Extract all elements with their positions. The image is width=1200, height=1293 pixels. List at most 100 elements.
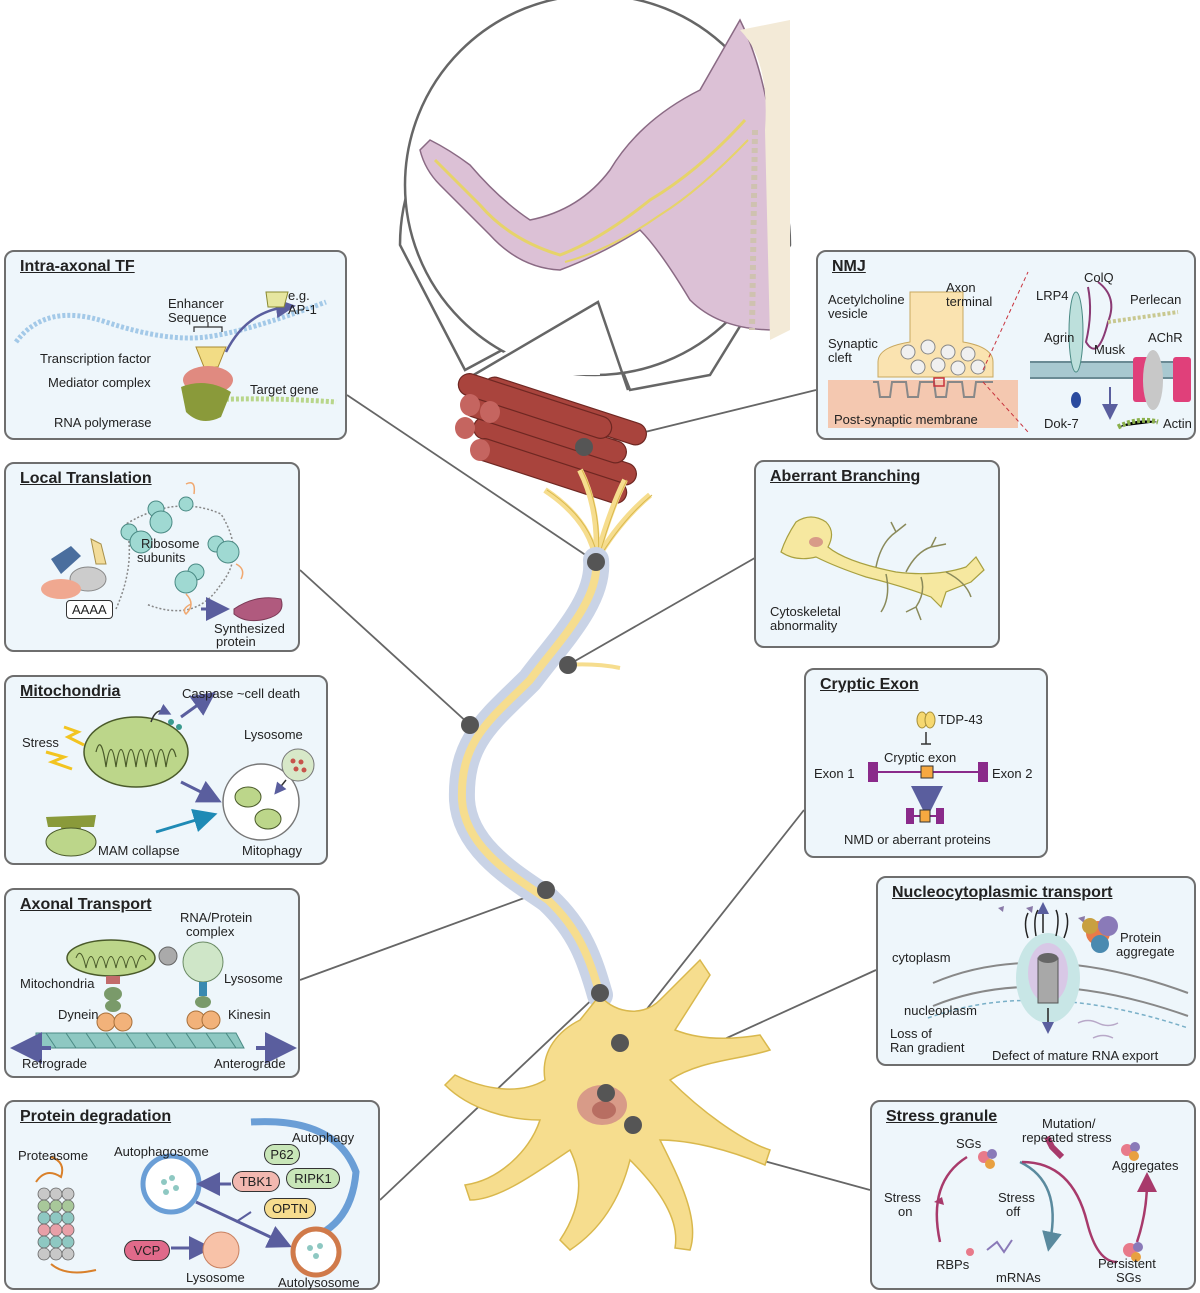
cytoplasm-label: cytoplasm [892,950,951,965]
protein-aggregate-label-1: Protein [1120,930,1162,945]
panel-title: Nucleocytoplasmic transport [892,884,1113,901]
rna-polymerase-label: RNA polymerase [54,415,152,430]
agrin-label: Agrin [1044,330,1075,345]
mrnas-label: mRNAs [996,1270,1041,1285]
ach-vesicle-label-2: vesicle [828,306,868,321]
lysosome-label: Lysosome [244,727,303,742]
ribosome-label: Ribosome [141,536,200,551]
stress-on-label-2: on [898,1204,913,1219]
panel-title: Cryptic Exon [820,676,919,693]
nucleoplasm-label: nucleoplasm [904,1003,977,1018]
achr-label: AChR [1148,330,1183,345]
lysosome-label: Lysosome [186,1270,245,1285]
tdp43-label: TDP-43 [938,712,983,727]
panel-local-translation: Local Translation Ribosome subunits AAAA… [4,462,300,652]
panel-cryptic-exon: Cryptic Exon TDP-43 Cryptic exon Exon 1 … [804,668,1048,858]
muscle-bundle [455,373,653,562]
panel-title: Local Translation [20,470,152,487]
polya-tail: AAAA [66,600,113,619]
panel-title: Axonal Transport [20,896,152,913]
cryptic-exon-label: Cryptic exon [884,750,957,765]
mam-collapse-label: MAM collapse [98,843,180,858]
mediator-label: Mediator complex [48,375,151,390]
branching-illustration [780,516,985,621]
stress-off-label-2: off [1006,1204,1021,1219]
panel-title: NMJ [832,258,866,275]
mutation-label-2: repeated stress [1022,1130,1112,1145]
synaptic-cleft-label-2: cleft [828,350,852,365]
colq-label: ColQ [1084,270,1114,285]
defect-label: Defect of mature RNA export [992,1048,1159,1063]
rbps-label: RBPs [936,1257,970,1272]
arm-illustration [398,0,792,392]
panel-intra-axonal-tf: Intra-axonal TF e.g. AP-1 Enhancer Seque… [4,250,347,440]
connector-dots [461,438,642,1134]
caspase-label: Caspase ~cell death [182,686,301,701]
protein-aggregate-label-2: aggregate [1116,944,1175,959]
loss-ran-label-2: Ran gradient [890,1040,965,1055]
protein-label: protein [216,634,256,649]
stress-label: Stress [22,735,59,750]
p62-pill: P62 [264,1144,300,1165]
ach-vesicle-label-1: Acetylcholine [828,292,905,307]
stress-off-label-1: Stress [998,1190,1035,1205]
vcp-pill: VCP [124,1240,170,1261]
tbk1-pill: TBK1 [232,1171,280,1192]
axon-terminal-label-1: Axon [946,280,976,295]
enhancer-label: Enhancer [168,296,224,311]
nmj-illustration [828,271,1191,433]
ap1-label: AP-1 [288,302,317,317]
stress-granule-illustration [934,1135,1157,1264]
panel-aberrant-branching: Aberrant Branching Cytoskeletal abnormal… [754,460,1000,648]
cryptic-exon-illustration [868,711,988,824]
neuron-soma [443,958,772,1251]
proteasome-label: Proteasome [18,1148,89,1163]
panel-mitochondria: Mitochondria Caspase ~cell death Stress … [4,675,328,865]
mutation-label-1: Mutation/ [1042,1116,1096,1131]
autolysosome-label: Autolysosome [278,1275,360,1290]
translation-illustration [41,482,283,622]
panel-nucleocytoplasmic: Nucleocytoplasmic transport cytoplasm nu… [876,876,1196,1066]
complex-label: complex [186,924,235,939]
degradation-illustration [35,1118,360,1278]
panel-axonal-transport: Axonal Transport RNA/Protein complex Mit… [4,888,300,1078]
cytoskeletal-label-2: abnormality [770,618,838,633]
nucleocytoplasmic-illustration [927,902,1189,1039]
dynein-label: Dynein [58,1007,99,1022]
retrograde-label: Retrograde [22,1056,88,1071]
ripk1-pill: RIPK1 [286,1168,340,1189]
panel-title: Stress granule [886,1108,998,1125]
mitochondria-label: Mitochondria [20,976,95,991]
panel-title: Protein degradation [20,1108,172,1125]
lysosome-label: Lysosome [224,971,283,986]
nmd-label: NMD or aberrant proteins [844,832,991,847]
lrp4-label: LRP4 [1036,288,1069,303]
synthesized-label: Synthesized [214,621,285,636]
autophagy-label: Autophagy [292,1130,355,1145]
persistent-label-1: Persistent [1098,1256,1156,1271]
optn-pill: OPTN [264,1198,316,1219]
axon [448,547,621,1008]
loss-ran-label-1: Loss of [890,1026,932,1041]
kinesin-label: Kinesin [228,1007,271,1022]
sequence-label: Sequence [168,310,227,325]
tf-illustration [14,291,337,421]
eg-label: e.g. [288,288,310,303]
axon-terminal-label-2: terminal [946,294,993,309]
panel-stress-granule: Stress granule Mutation/ repeated stress… [870,1100,1196,1290]
perlecan-label: Perlecan [1130,292,1182,307]
autophagosome-label: Autophagosome [114,1144,209,1159]
cytoskeletal-label-1: Cytoskeletal [770,604,841,619]
aggregates-label: Aggregates [1112,1158,1179,1173]
sgs-label: SGs [956,1136,982,1151]
actin-label: Actin [1163,416,1192,431]
anterograde-label: Anterograde [214,1056,286,1071]
stress-on-label-1: Stress [884,1190,921,1205]
transcription-factor-label: Transcription factor [40,351,151,366]
transport-illustration [10,939,297,1064]
dok7-label: Dok-7 [1044,416,1079,431]
exon2-label: Exon 2 [992,766,1033,781]
postsynaptic-label: Post-synaptic membrane [834,412,978,427]
panel-nmj: NMJ Acetylcholine vesicle Axon terminal … [816,250,1196,440]
